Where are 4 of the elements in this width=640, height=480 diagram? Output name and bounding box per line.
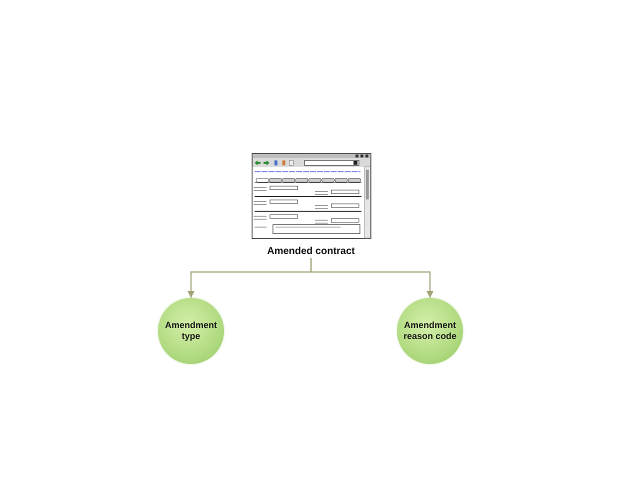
node-label: Amended contract — [267, 246, 355, 258]
node-label: Amendment reason code — [402, 320, 458, 342]
node-label: Amendment type — [164, 320, 218, 342]
arrow — [310, 258, 434, 298]
